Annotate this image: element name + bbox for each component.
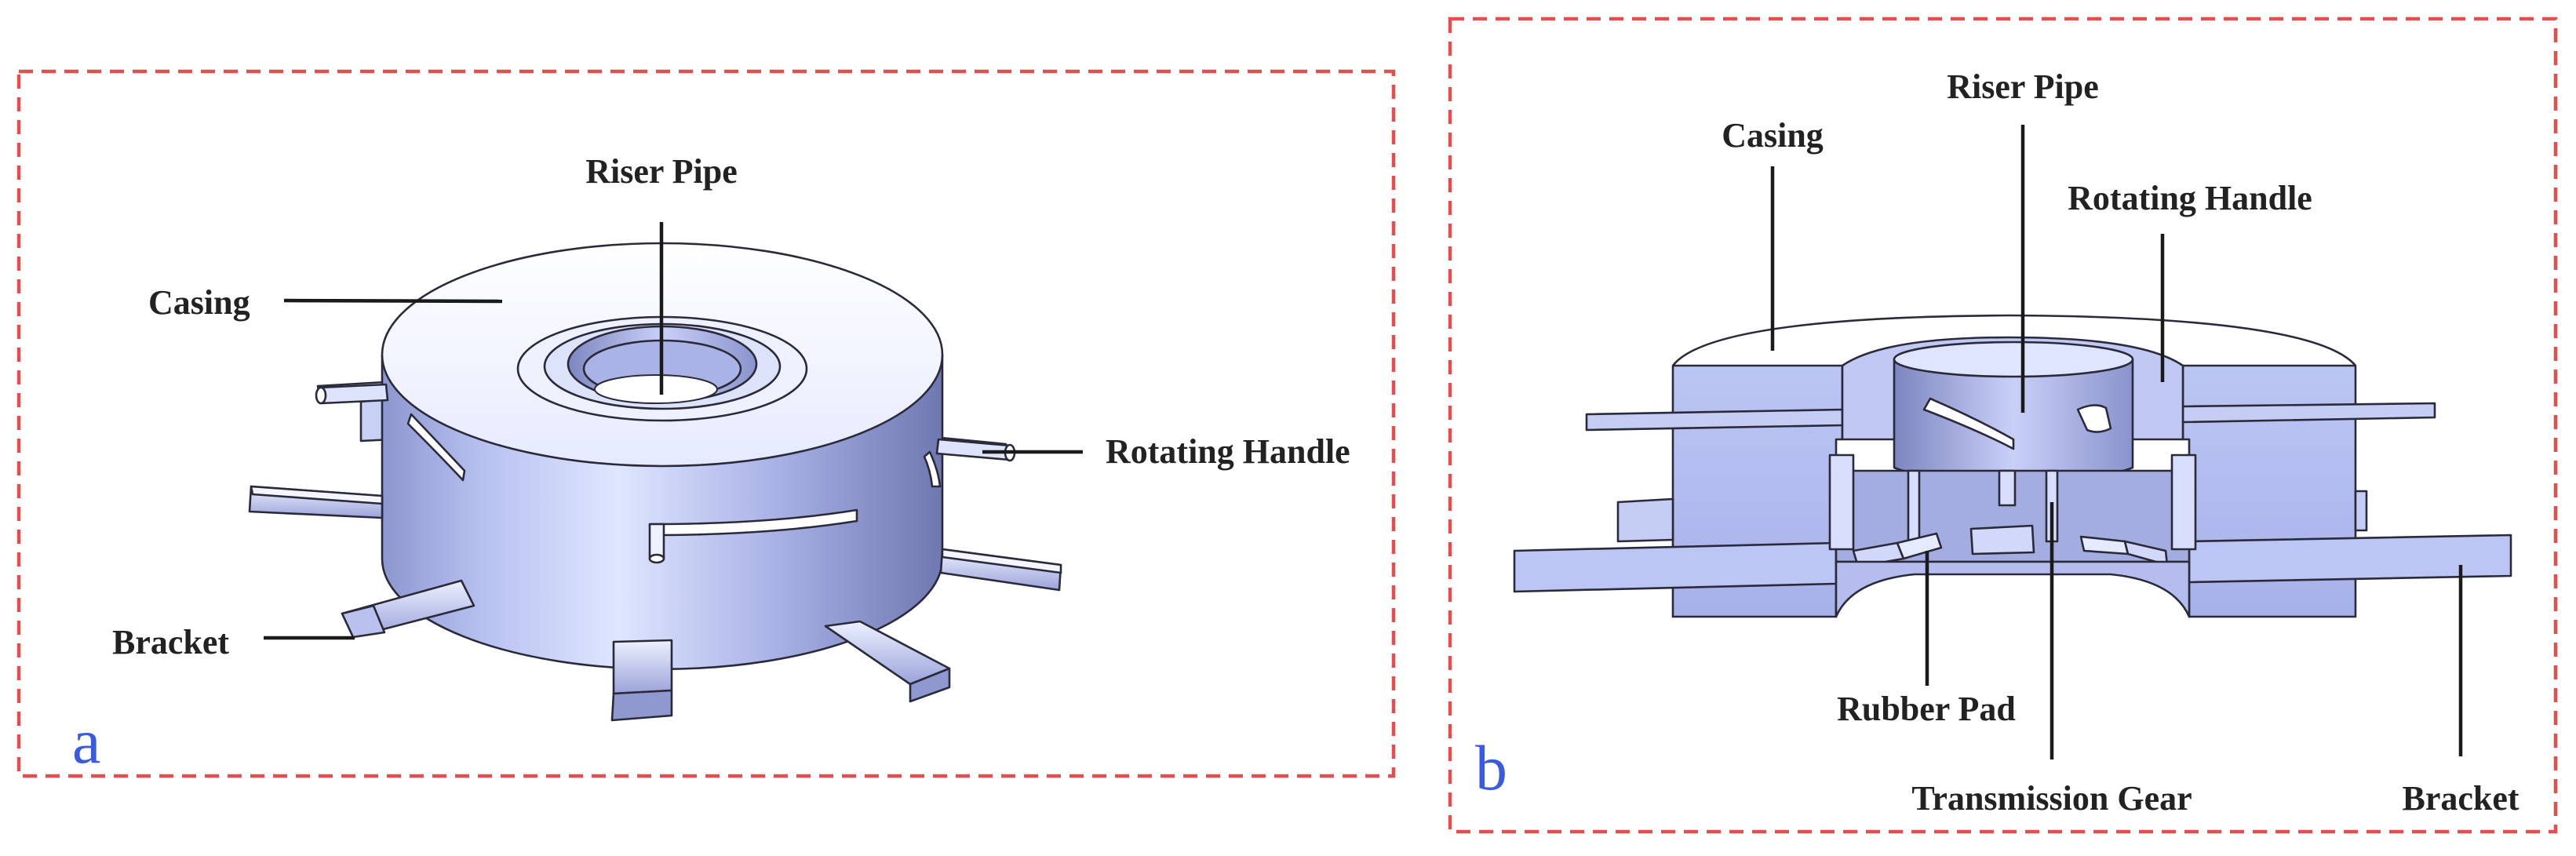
rubber-pad-center-b (1969, 524, 2035, 555)
label-bracket-a: Bracket (112, 623, 229, 661)
gear-left-b (1907, 469, 1921, 543)
handle-pin-b (2076, 404, 2112, 433)
panel-a-frame (16, 69, 1396, 778)
slot-front (650, 508, 858, 537)
panel-a: Riser Pipe Casing Rotating Handle Bracke… (16, 69, 1396, 778)
bracket-right-mid (939, 548, 1062, 592)
bracket-front-center (610, 639, 673, 722)
stem-b (1998, 469, 2017, 507)
label-riser-pipe-a: Riser Pipe (585, 152, 738, 191)
section-model-b (1513, 314, 2512, 618)
panel-b: Riser Pipe Casing Rotating Handle Rubber… (1448, 16, 2558, 834)
rotating-handle-right-pin (935, 438, 1016, 462)
panel-b-frame (1448, 16, 2558, 834)
slot-left (406, 413, 466, 482)
label-riser-pipe-b: Riser Pipe (1947, 67, 2099, 106)
side-tab-right (2354, 490, 2368, 532)
label-rubber-pad-b: Rubber Pad (1837, 690, 2016, 728)
label-rotating-handle-a: Rotating Handle (1106, 432, 1350, 471)
casing-model-a (248, 242, 1062, 722)
handle-slot-b (1922, 397, 2015, 450)
rubber-pad-left-b (1852, 532, 1943, 568)
riser-pipe-top-b (1893, 341, 2134, 378)
lower-bowl-b (1835, 560, 2191, 618)
label-casing-a: Casing (148, 283, 250, 322)
label-casing-b: Casing (1722, 116, 1824, 155)
rotating-handle-front-pin (648, 523, 665, 564)
label-transmission-gear-b: Transmission Gear (1911, 779, 2192, 818)
lower-bracket-left-b (1513, 541, 1838, 593)
rubber-pad-right-b (2079, 535, 2169, 566)
label-bracket-b: Bracket (2402, 779, 2519, 818)
post-left-b (1828, 453, 1855, 551)
panel-letter-b: b (1475, 732, 1507, 803)
bracket-front-left (341, 579, 475, 639)
upper-bracket-b (1585, 408, 1844, 432)
riser-pipe-bottom (594, 374, 718, 404)
side-tab-left (1616, 497, 1674, 543)
rotating-handle-left-pin (315, 383, 389, 405)
label-rotating-handle-b: Rotating Handle (2068, 179, 2312, 217)
bracket-front-right (824, 620, 951, 703)
upper-bracket-b-right (2181, 402, 2436, 424)
lower-bracket-right-b (2188, 534, 2512, 584)
panel-letter-a: a (72, 705, 100, 777)
bracket-left-mid (248, 485, 384, 519)
post-right-b (2170, 453, 2197, 551)
slot-right (923, 450, 942, 488)
